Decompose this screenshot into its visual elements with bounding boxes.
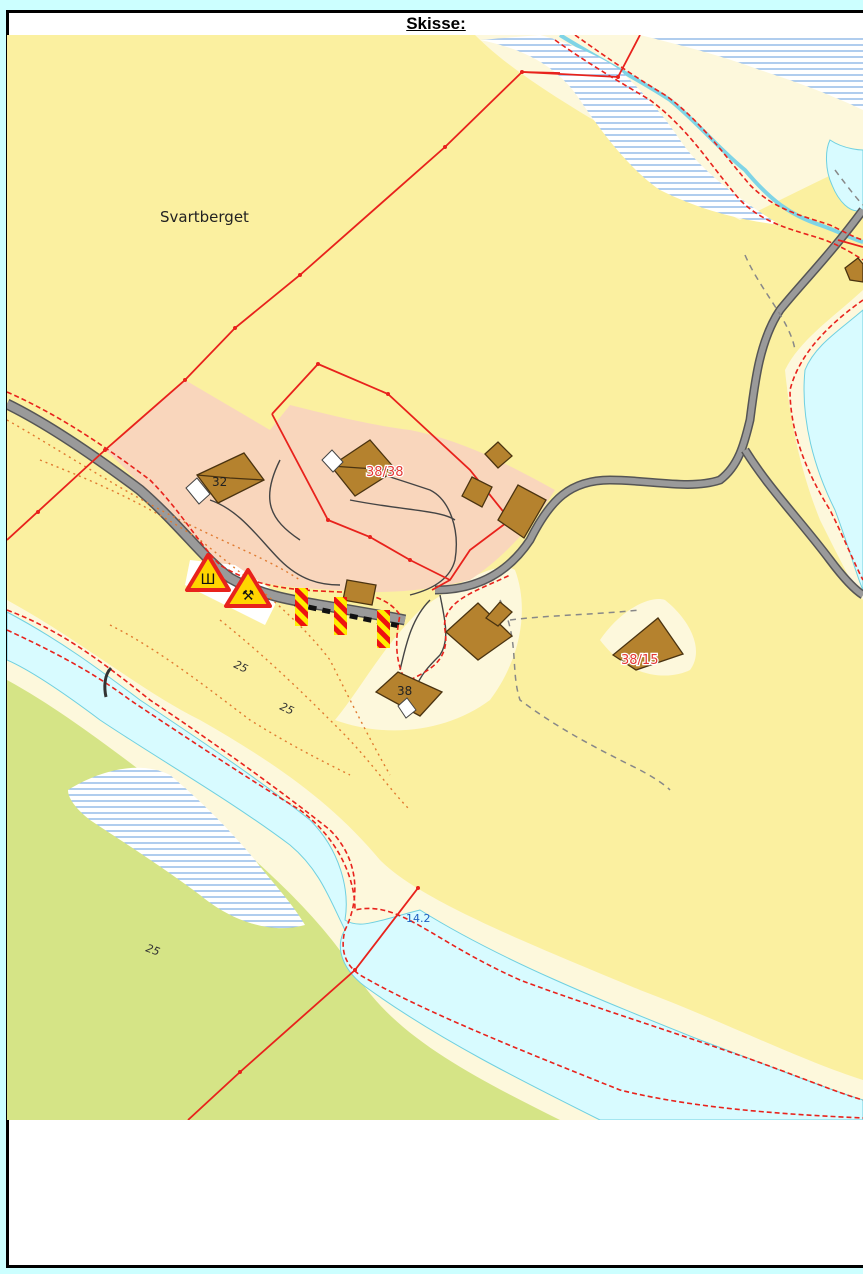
- building-outlines: [185, 449, 417, 719]
- stream-dashed-2: [554, 39, 863, 261]
- contour-label: 25: [278, 700, 296, 718]
- parcel-label-38: 38: [397, 684, 412, 698]
- dotted-line-2: [39, 459, 391, 776]
- contour-label: 25: [232, 658, 250, 676]
- barrier-board-2: [334, 597, 347, 635]
- marsh-southwest: [68, 767, 305, 929]
- lake-north: [826, 139, 863, 212]
- building-small-3: [497, 484, 547, 539]
- parcel-label-38-38: 38/38: [366, 465, 403, 480]
- footpath-north: [744, 169, 863, 351]
- building-farm-2: [485, 601, 513, 627]
- settlement-area: [105, 380, 555, 592]
- building-small-2: [461, 476, 493, 508]
- buildings: [196, 257, 863, 717]
- lake: [803, 309, 863, 591]
- track-farm: [399, 594, 447, 691]
- dotted-line-3: [109, 624, 351, 776]
- shoreline-dashed-2: [7, 609, 863, 1119]
- bridge-marker: [103, 666, 113, 698]
- marsh-northeast-2: [640, 35, 863, 110]
- map-canvas[interactable]: Ш ⚒ Svartberget 32 38/38 38/15 38 25 25 …: [7, 35, 863, 1120]
- building-38-15: [611, 617, 685, 671]
- building-north-east: [844, 257, 863, 283]
- svg-text:Ш: Ш: [201, 572, 216, 588]
- footpath-east: [499, 599, 671, 791]
- depth-label: 14.2: [406, 912, 431, 925]
- stream: [558, 35, 863, 244]
- dotted-line-4: [219, 619, 411, 811]
- marsh-northeast: [480, 35, 780, 225]
- building-farm-1: [445, 602, 514, 661]
- barrier-board-3: [377, 610, 390, 648]
- svg-text:⚒: ⚒: [242, 588, 255, 604]
- sketch-title: Skisse:: [9, 13, 863, 35]
- roadwork-warning-sign[interactable]: ⚒: [224, 568, 272, 608]
- contour-label: 25: [144, 942, 162, 959]
- boundary-vertices: [36, 70, 620, 1074]
- shoreline-dashed-1: [7, 629, 863, 1101]
- barrier-board-1: [295, 588, 308, 626]
- uneven-road-warning-sign[interactable]: Ш: [185, 553, 231, 592]
- branch-road-fill: [742, 448, 863, 598]
- place-name-svartberget: Svartberget: [160, 208, 249, 226]
- parcel-label-32: 32: [212, 475, 227, 489]
- track-loop: [209, 459, 457, 596]
- building-small-4: [342, 579, 377, 606]
- stream-dashed-1: [574, 35, 863, 241]
- map-view[interactable]: Ш ⚒ Svartberget 32 38/38 38/15 38 25 25 …: [7, 35, 863, 1120]
- building-small-1: [484, 441, 513, 469]
- dotted-line-1: [7, 419, 301, 581]
- lake-shore-dashed: [789, 299, 863, 581]
- side-road-fill: [434, 208, 863, 593]
- parcel-label-38-15: 38/15: [621, 653, 658, 668]
- road-edge-dashed: [7, 391, 511, 681]
